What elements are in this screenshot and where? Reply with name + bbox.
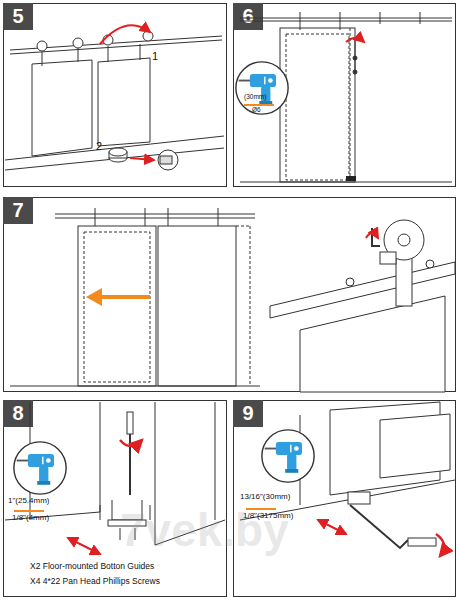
parts-note: X4 4*22 Pan Head Phillips Screws: [30, 577, 160, 586]
step-number: 7: [3, 197, 33, 224]
dimension: 1/8"(4mm): [12, 514, 49, 523]
step-number: 5: [3, 3, 33, 30]
dimension: Ø6: [252, 106, 261, 113]
step-panel: 6: [233, 3, 456, 187]
watermark: 7vek.by: [120, 505, 289, 556]
callout-number: 1: [152, 50, 158, 62]
callout-number: 2: [96, 140, 102, 152]
step-number: 9: [233, 400, 263, 427]
step-number: 8: [3, 400, 33, 427]
dimension: (30mm): [244, 93, 266, 100]
step-panel: 5: [3, 3, 227, 187]
dimension: 1"(25.4mm): [8, 497, 50, 506]
step-panel: 7: [3, 197, 456, 392]
step-number: 6: [233, 3, 263, 30]
parts-note: X2 Floor-mounted Botton Guides: [30, 562, 154, 571]
dimension: 13/16"(30mm): [240, 493, 290, 502]
